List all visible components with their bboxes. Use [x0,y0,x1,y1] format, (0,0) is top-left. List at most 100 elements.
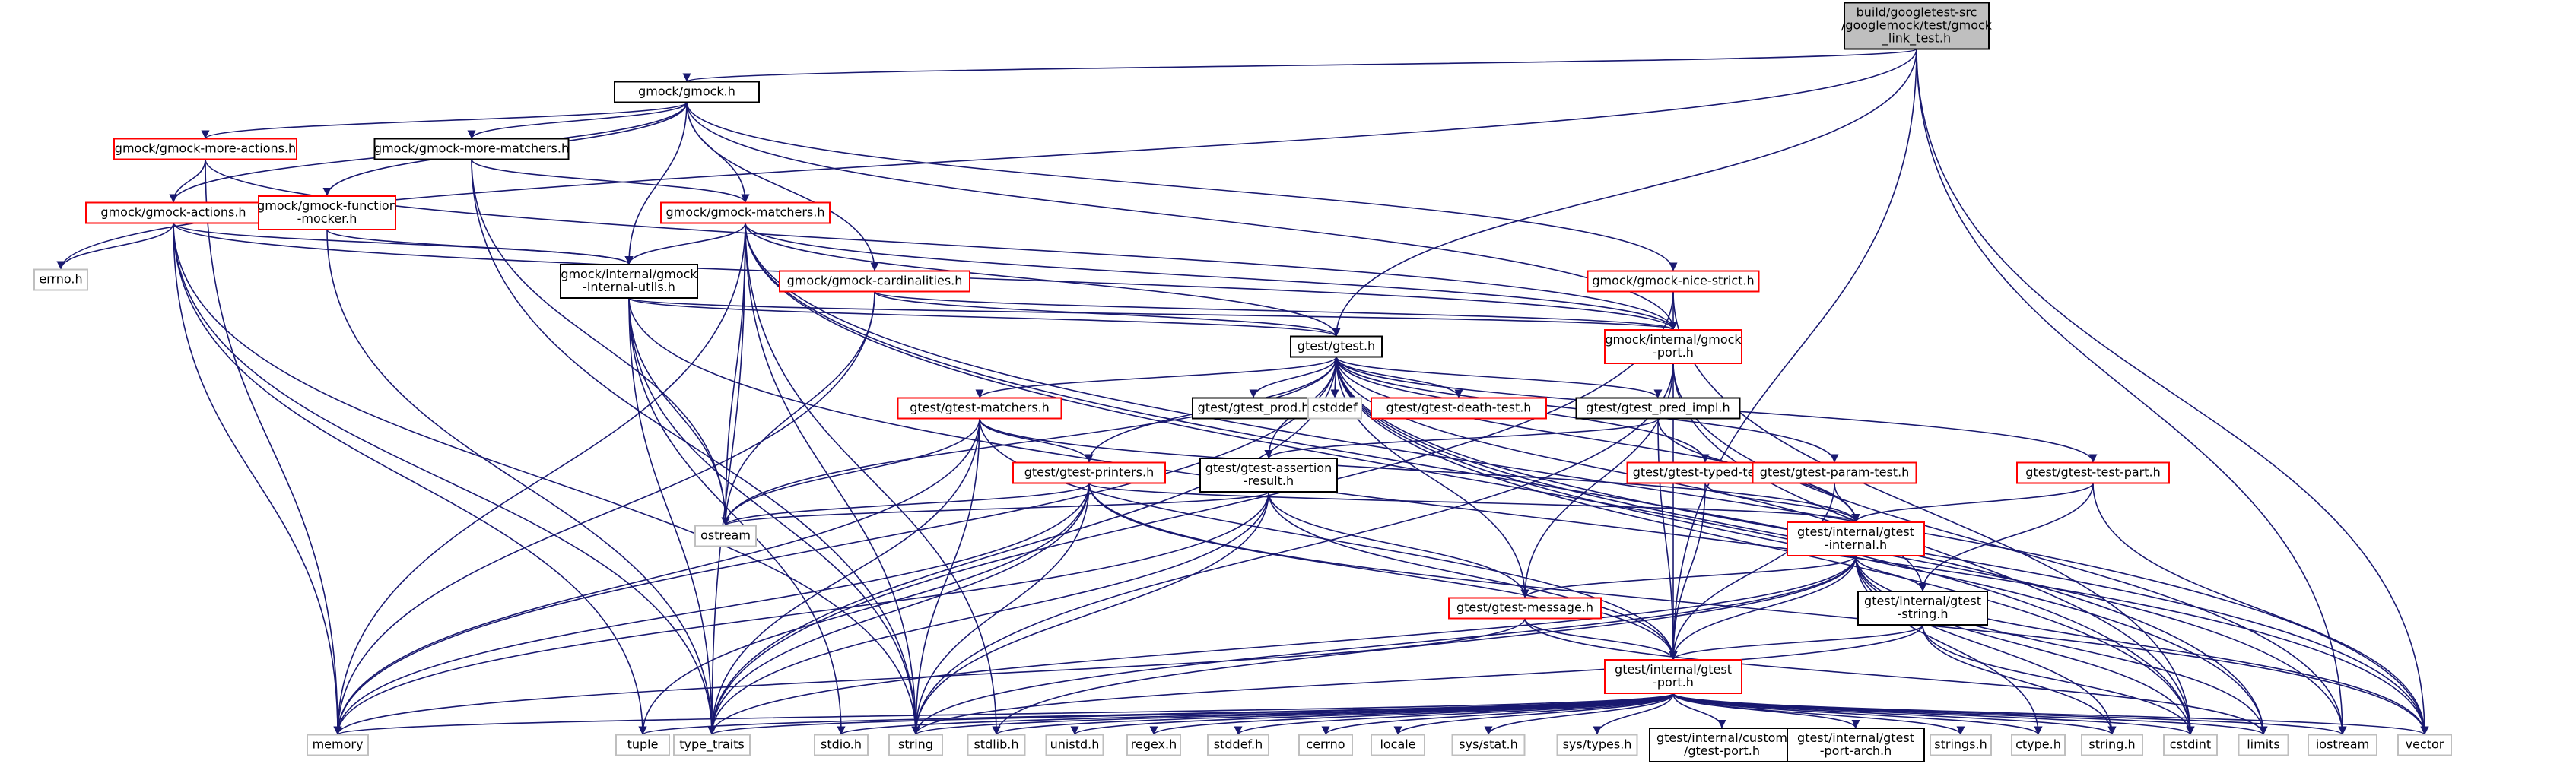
node-cerrno[interactable]: cerrno [1298,734,1353,756]
node-label: _link_test.h [1882,31,1951,46]
include-edge-gtest_port-to-custom_port [1672,693,1726,729]
node-label: /gtest-port.h [1684,743,1760,758]
node-type-traits[interactable]: type_traits [673,734,751,756]
node-test-part[interactable]: gtest/gtest-test-part.h [2016,461,2170,484]
node-port-arch[interactable]: gtest/internal/gtest-port-arch.h [1787,728,1925,762]
node-unistd[interactable]: unistd.h [1045,734,1104,756]
node-label: gtest/gtest-assertion [1205,461,1332,475]
node-string[interactable]: string [888,734,943,756]
node-pred-impl[interactable]: gtest/gtest_pred_impl.h [1575,397,1741,420]
include-edge-root-to-gtest_h [1332,49,1917,337]
include-edge-printers-to-gtest_port [1088,483,1678,661]
include-edge-gtest_internal-to-cstdint [1855,555,2195,735]
node-box [1787,521,1925,556]
node-box [258,195,396,230]
node-label: gmock/gmock-actions.h [100,205,246,220]
node-label: gmock/gmock-function [257,198,397,213]
node-tuple[interactable]: tuple [615,734,670,756]
include-edge-gtest_string-to-cstdint [1922,624,2195,735]
node-root[interactable]: build/googletest-src/googlemock/test/gmo… [1841,2,1993,50]
node-box [897,397,1062,420]
node-more-matchers[interactable]: gmock/gmock-more-matchers.h [373,138,570,160]
node-stddef[interactable]: stddef.h [1207,734,1269,756]
node-more-actions[interactable]: gmock/gmock-more-actions.h [113,138,297,160]
node-gtest-port[interactable]: gtest/internal/gtest-port.h [1604,659,1742,694]
node-actions[interactable]: gmock/gmock-actions.h [85,201,262,224]
include-edge-actions-to-string [173,223,920,735]
node-box [1290,335,1383,358]
include-edge-gtest_internal-to-gtest_message [1520,555,1857,598]
node-label: -port-arch.h [1820,743,1892,758]
include-edge-cardinalities-to-gmock_port [874,290,1678,331]
node-gtest-string[interactable]: gtest/internal/gtest-string.h [1857,591,1988,626]
node-gtest-internal[interactable]: gtest/internal/gtest-internal.h [1787,521,1925,556]
node-gmock-h[interactable]: gmock/gmock.h [614,81,760,103]
node-gtest-prod[interactable]: gtest/gtest_prod.h [1192,397,1315,420]
node-internal-utils[interactable]: gmock/internal/gmock-internal-utils.h [560,264,698,299]
node-label: gtest/gtest-death-test.h [1386,401,1532,415]
node-label: build/googletest-src [1857,5,1977,20]
node-iostream[interactable]: iostream [2308,734,2377,756]
node-box [373,138,570,160]
node-label: gtest/gtest-typed-test.h [1633,465,1778,480]
node-stdlib[interactable]: stdlib.h [967,734,1026,756]
node-box [779,270,970,293]
include-edge-printers-to-memory [333,483,1090,735]
include-edge-gtest_h-to-gtest_prod [1249,357,1337,398]
node-label: gtest/gtest-printers.h [1024,465,1155,480]
include-edge-internal_utils-to-ostream [628,297,730,526]
node-label: -result.h [1244,474,1294,488]
node-box [1371,734,1425,756]
node-assertion-result[interactable]: gtest/gtest-assertion-result.h [1199,458,1338,493]
include-edge-matchers-to-gtest_h [745,223,1341,337]
node-matchers[interactable]: gmock/gmock-matchers.h [660,201,831,224]
include-edge-internal_utils-to-vector [628,297,2429,735]
include-edge-matchers-to-stdlib [745,223,1001,735]
node-string-h[interactable]: string.h [2081,734,2143,756]
node-memory[interactable]: memory [307,734,369,756]
node-gtest-message[interactable]: gtest/gtest-message.h [1448,597,1602,620]
node-cstddef[interactable]: cstddef [1307,397,1362,420]
include-edge-matchers-to-type_traits [707,223,746,735]
node-stdio[interactable]: stdio.h [814,734,869,756]
include-edge-more_matchers-to-matchers [471,159,750,203]
include-edge-gtest_string-to-string [911,624,1923,735]
node-box [1604,659,1742,694]
node-box [673,734,751,756]
node-regex[interactable]: regex.h [1126,734,1181,756]
node-gtest-matchers[interactable]: gtest/gtest-matchers.h [897,397,1062,420]
include-edge-root-to-gmock_h [683,48,1917,83]
node-nice-strict[interactable]: gmock/gmock-nice-strict.h [1587,270,1760,293]
node-limits[interactable]: limits [2238,734,2289,756]
node-death-test[interactable]: gtest/gtest-death-test.h [1371,397,1547,420]
node-box [614,81,760,103]
node-box [1045,734,1104,756]
node-errno[interactable]: errno.h [33,268,88,291]
node-function-mocker[interactable]: gmock/gmock-function-mocker.h [257,195,397,230]
include-edge-assertion_result-to-gtest_port [1268,491,1678,661]
node-strings[interactable]: strings.h [1930,734,1992,756]
node-label: gtest/gtest-matchers.h [910,401,1050,415]
node-ctype[interactable]: ctype.h [2011,734,2066,756]
node-gtest-h[interactable]: gtest/gtest.h [1290,335,1383,358]
node-printers[interactable]: gtest/gtest-printers.h [1012,461,1166,484]
node-sys-stat[interactable]: sys/stat.h [1451,734,1526,756]
node-cstdint[interactable]: cstdint [2163,734,2218,756]
node-custom-port[interactable]: gtest/internal/custom/gtest-port.h [1649,728,1795,762]
node-param-test[interactable]: gtest/gtest-param-test.h [1752,461,1917,484]
node-label: gmock/gmock-nice-strict.h [1592,274,1754,288]
node-gmock-port[interactable]: gmock/internal/gmock-port.h [1604,329,1742,364]
node-box [814,734,869,756]
include-edge-gtest_port-to-tuple [638,693,1674,736]
node-cardinalities[interactable]: gmock/gmock-cardinalities.h [779,270,970,293]
include-edge-gtest_internal-to-string [911,555,1857,735]
node-label: ctype.h [2015,737,2061,752]
node-sys-types[interactable]: sys/types.h [1556,734,1638,756]
include-edge-gmock_h-to-nice_strict [686,102,1678,271]
node-box [1844,2,1990,50]
node-label: memory [313,737,364,752]
node-vector[interactable]: vector [2397,734,2452,756]
node-ostream[interactable]: ostream [694,525,757,547]
node-locale[interactable]: locale [1371,734,1425,756]
include-edge-gtest_internal-to-gtest_port [1669,555,1857,661]
